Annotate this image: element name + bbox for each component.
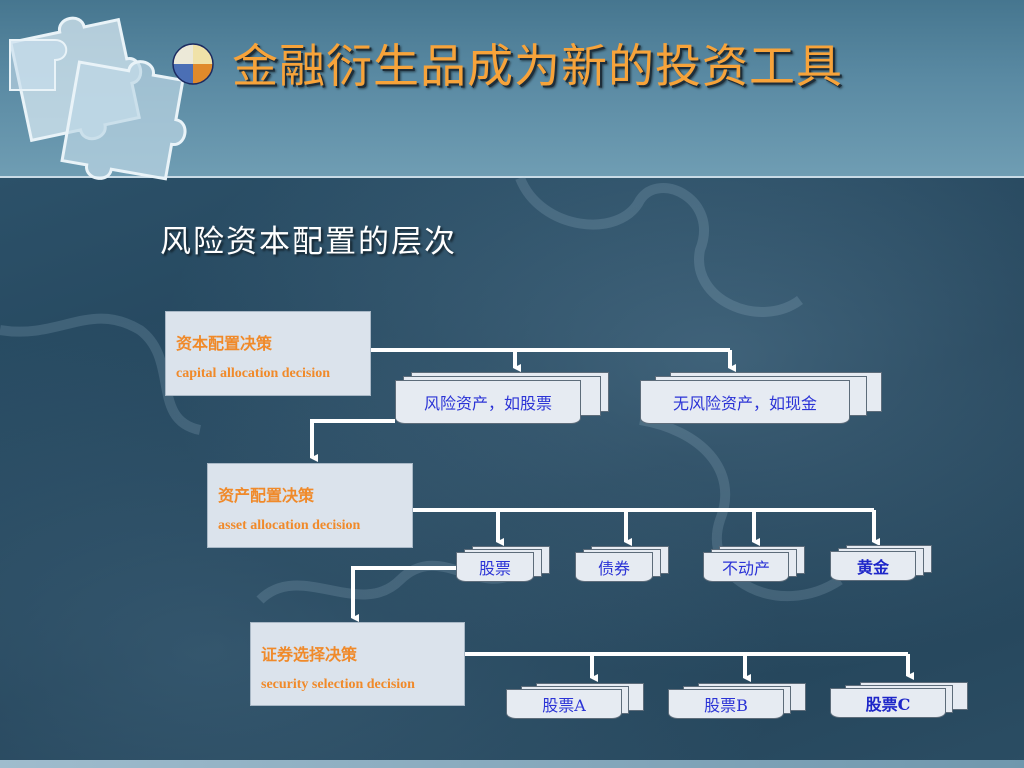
decision-label-en: asset allocation decision xyxy=(218,518,361,533)
content-area xyxy=(0,178,1024,768)
decision-label-en: capital allocation decision xyxy=(176,366,330,381)
decision-box-capital: 资本配置决策 capital allocation decision xyxy=(165,311,371,396)
outcome-label: 黄金 xyxy=(856,558,889,577)
outcome-stack-bonds: 债券 xyxy=(575,546,671,586)
outcome-label: 股票 xyxy=(478,559,511,578)
decision-label-zh: 资产配置决策 xyxy=(218,486,315,505)
connector-l1-to-l2 xyxy=(310,419,395,462)
outcome-label: 股票A xyxy=(542,696,586,715)
outcome-stack-stocks: 股票 xyxy=(456,546,552,586)
decision-box-security: 证券选择决策 security selection decision xyxy=(250,622,465,706)
pie-bullet-icon xyxy=(172,43,214,85)
connector-l2-to-l3 xyxy=(351,566,456,622)
decision-label-zh: 证券选择决策 xyxy=(261,645,358,664)
outcome-label: 债券 xyxy=(597,559,630,578)
bottom-rule xyxy=(0,760,1024,768)
outcome-stack-stock-c: 股票C xyxy=(830,682,970,722)
puzzle-icon xyxy=(9,16,187,181)
outcome-stack-risky-asset: 风险资产，如股票 xyxy=(395,372,610,432)
outcome-stack-stock-b: 股票B xyxy=(668,683,808,723)
slide-title: 金融衍生品成为新的投资工具 xyxy=(232,39,843,93)
outcome-label: 风险资产，如股票 xyxy=(423,394,552,413)
outcome-stack-stock-a: 股票A xyxy=(506,683,646,723)
decision-label-zh: 资本配置决策 xyxy=(176,334,273,353)
outcome-label: 无风险资产，如现金 xyxy=(672,394,817,413)
slide-subtitle: 风险资本配置的层次 xyxy=(160,224,457,260)
outcome-label: 不动产 xyxy=(721,559,770,578)
outcome-stack-gold: 黄金 xyxy=(830,545,934,585)
outcome-stack-real-estate: 不动产 xyxy=(703,546,807,586)
decision-label-en: security selection decision xyxy=(261,677,415,692)
decision-box-asset: 资产配置决策 asset allocation decision xyxy=(207,463,413,548)
outcome-label: 股票C xyxy=(865,695,911,714)
outcome-label: 股票B xyxy=(704,696,748,715)
outcome-stack-riskfree-asset: 无风险资产，如现金 xyxy=(640,372,884,432)
